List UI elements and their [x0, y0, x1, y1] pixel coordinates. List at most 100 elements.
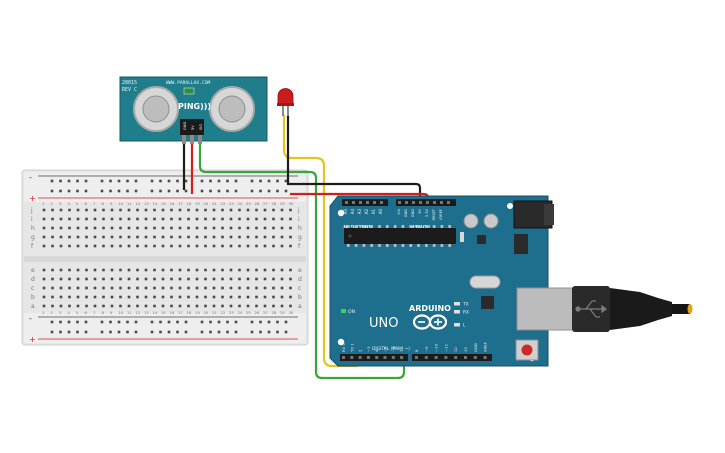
- column-number: 5: [76, 310, 79, 315]
- header-pin[interactable]: [358, 356, 362, 359]
- usb-cable[interactable]: [516, 286, 693, 332]
- breadboard-hole: [263, 208, 267, 212]
- header-pin[interactable]: [391, 356, 395, 359]
- header-pin[interactable]: [447, 201, 450, 204]
- rail-hole: [134, 179, 138, 183]
- header-pin[interactable]: [464, 356, 467, 359]
- header-pin[interactable]: [444, 356, 448, 359]
- mount-hole-1: [337, 209, 345, 217]
- chip-leg: [370, 225, 373, 228]
- header-pin[interactable]: [483, 356, 487, 359]
- wire-black-gnd[interactable]: [286, 115, 422, 206]
- breadboard-hole: [280, 217, 284, 221]
- header-pin[interactable]: [383, 356, 387, 359]
- chip-leg: [378, 244, 381, 247]
- rail-hole: [276, 189, 279, 193]
- breadboard-hole: [229, 286, 233, 290]
- chip-leg: [432, 244, 436, 247]
- breadboard-hole: [59, 286, 63, 290]
- breadboard-hole: [59, 295, 63, 299]
- header-pin[interactable]: [433, 201, 436, 204]
- header-pin[interactable]: [375, 356, 379, 359]
- header-pin[interactable]: [366, 201, 369, 204]
- l-label: L: [463, 323, 466, 329]
- breadboard-hole: [178, 295, 182, 299]
- header-pin[interactable]: [400, 356, 404, 359]
- chip-leg: [440, 244, 444, 247]
- rail-hole: [226, 330, 229, 334]
- breadboard-hole: [204, 217, 207, 221]
- wire-green-signal[interactable]: [198, 143, 406, 380]
- breadboard-hole: [187, 286, 190, 290]
- header-pin[interactable]: [434, 356, 438, 359]
- breadboard-hole: [187, 208, 190, 212]
- breadboard-hole: [119, 304, 122, 308]
- breadboard-hole: [280, 304, 284, 308]
- breadboard-hole: [119, 277, 122, 281]
- rail-hole: [150, 189, 154, 193]
- breadboard-hole: [263, 304, 267, 308]
- chip-leg: [417, 244, 420, 247]
- rail-hole: [250, 320, 254, 324]
- chip-notch: [348, 234, 352, 238]
- header-pin[interactable]: [398, 201, 401, 204]
- header-pin[interactable]: [424, 356, 428, 359]
- mount-hole-4: [507, 203, 513, 209]
- breadboard-hole: [51, 295, 54, 299]
- digital-pin-label: 2: [358, 349, 363, 352]
- breadboard-hole: [119, 244, 122, 248]
- column-number: 8: [102, 310, 105, 315]
- rail-hole: [250, 330, 254, 334]
- breadboard-hole: [272, 235, 275, 239]
- column-number: 23: [229, 201, 234, 206]
- breadboard-hole: [144, 226, 148, 230]
- header-pin[interactable]: [359, 201, 362, 204]
- rail-hole: [284, 330, 288, 334]
- breadboard-hole: [42, 268, 46, 272]
- header-pin[interactable]: [350, 356, 354, 359]
- header-pin[interactable]: [426, 201, 429, 204]
- rail-hole: [276, 330, 279, 334]
- breadboard-hole: [170, 235, 173, 239]
- rx-label: RX: [463, 310, 469, 316]
- header-pin[interactable]: [373, 201, 376, 204]
- breadboard-hole: [76, 235, 80, 239]
- header-pin[interactable]: [454, 356, 458, 359]
- header-pin[interactable]: [419, 201, 422, 204]
- top-header-pins: [345, 201, 450, 204]
- rail-hole: [184, 330, 188, 334]
- breadboard-hole: [178, 217, 182, 221]
- breadboard-hole: [289, 304, 292, 308]
- breadboard-hole: [42, 295, 46, 299]
- red-led[interactable]: [277, 88, 294, 116]
- usb-chip: [481, 296, 494, 309]
- reset-button-cap[interactable]: [521, 344, 533, 356]
- breadboard-hole: [127, 226, 131, 230]
- header-pin[interactable]: [415, 356, 418, 359]
- column-number: 13: [144, 310, 149, 315]
- header-pin[interactable]: [366, 356, 370, 359]
- column-number: 22: [221, 310, 226, 315]
- digital-pin-label: TX 1: [349, 343, 354, 353]
- rail-hole: [109, 189, 112, 193]
- header-pin[interactable]: [342, 356, 345, 359]
- header-pin[interactable]: [352, 201, 355, 204]
- header-pin[interactable]: [405, 201, 408, 204]
- breadboard-hole: [110, 286, 114, 290]
- rail-hole: [109, 330, 112, 334]
- column-number: 27: [263, 310, 268, 315]
- row-letter: j: [30, 207, 33, 214]
- analog-header-label: ANALOG IN: [343, 223, 372, 229]
- rail-hole: [217, 330, 221, 334]
- header-pin[interactable]: [345, 201, 348, 204]
- rail-hole: [176, 189, 179, 193]
- breadboard-hole: [161, 235, 165, 239]
- header-pin[interactable]: [380, 201, 383, 204]
- header-pin[interactable]: [412, 201, 415, 204]
- rail-hole: [176, 179, 179, 183]
- ping-sensor[interactable]: 28015 REV C WWW.PARALLAX.COM PING))) GND…: [119, 76, 268, 144]
- header-pin[interactable]: [440, 201, 443, 204]
- led-dome: [277, 88, 294, 105]
- header-pin[interactable]: [473, 356, 477, 359]
